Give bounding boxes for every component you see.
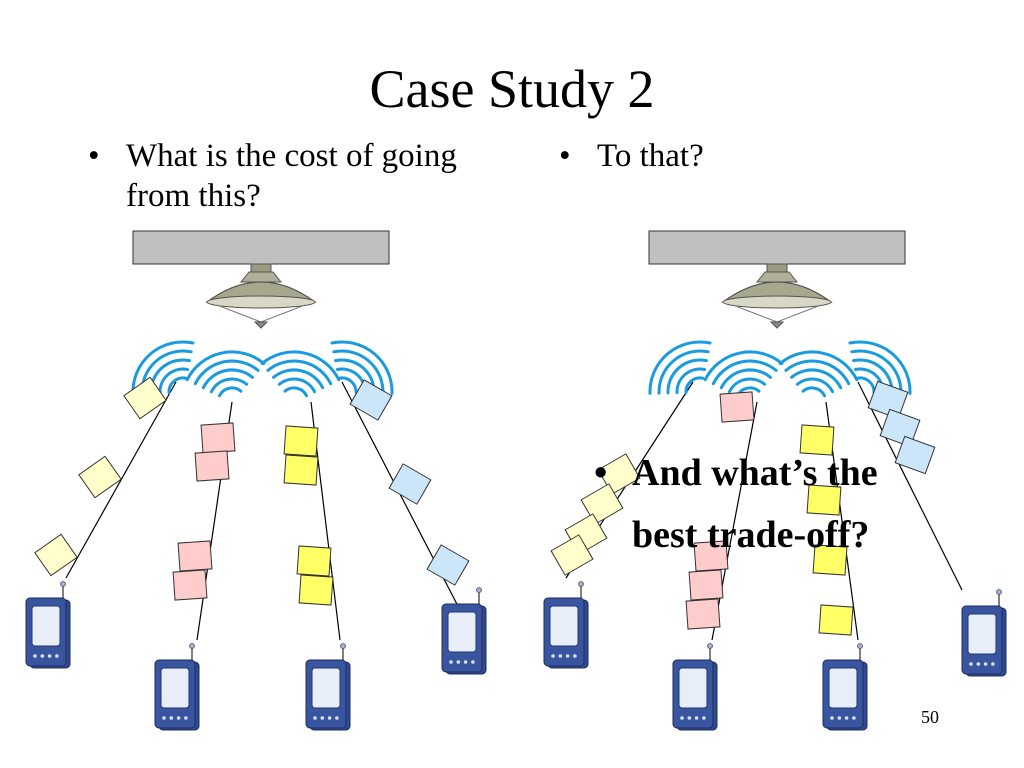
wireless-signal-icon [185,350,266,398]
packet [200,422,236,454]
packet [688,569,724,601]
bullet-glyph: • [88,138,100,174]
flow-line [65,381,177,579]
bullet-overlay: • And what’s the best trade-off? [594,442,952,566]
mobile-device-icon [961,589,1007,677]
mobile-device-icon [154,643,200,731]
packet [685,598,721,630]
packet [799,424,835,456]
slide-title: Case Study 2 [369,59,655,119]
packet [34,533,78,577]
ceiling-access-point-icon [721,263,833,329]
mobile-device-icon [25,581,71,669]
mobile-device-icon [305,643,351,731]
packet [296,545,332,577]
packet [172,569,208,601]
packet [194,450,230,482]
page-number: 50 [921,707,939,727]
wireless-signal-icon [648,340,712,395]
packet [693,540,729,572]
packet [283,425,319,457]
access-point [648,230,906,329]
ceiling-bar [132,230,390,265]
packet [806,484,842,516]
bullet-glyph: • [559,138,571,174]
packet [867,380,909,420]
mobile-device-icon [822,643,868,731]
ceiling-access-point-icon [205,263,317,329]
access-point [132,230,390,329]
mobile-device-icon [543,581,589,669]
packet [879,408,921,448]
bullet-glyph: • [594,452,608,494]
packet [818,604,854,636]
packet [812,544,848,576]
packet [123,376,167,420]
packet [78,455,122,499]
packet [426,544,470,586]
bullet-right: • To that? [559,136,897,176]
packet [719,391,755,423]
bullet-overlay-text: And what’s the best trade-off? [632,452,878,556]
ceiling-bar [648,230,906,265]
packet [177,540,213,572]
mobile-device-icon [672,643,718,731]
wireless-signal-icon [778,350,859,398]
bullet-left-text: What is the cost of going from this? [126,138,457,214]
packet [298,574,334,606]
packet [388,463,432,505]
flow-line [857,381,963,591]
packet [550,534,594,576]
wireless-signal-icon [260,350,341,398]
bullet-right-text: To that? [597,138,704,174]
mobile-device-icon [441,587,487,675]
flow-line [711,401,758,641]
packet [283,454,319,486]
packet [349,379,393,421]
bullet-left: • What is the cost of going from this? [88,136,466,216]
packet [894,435,936,475]
